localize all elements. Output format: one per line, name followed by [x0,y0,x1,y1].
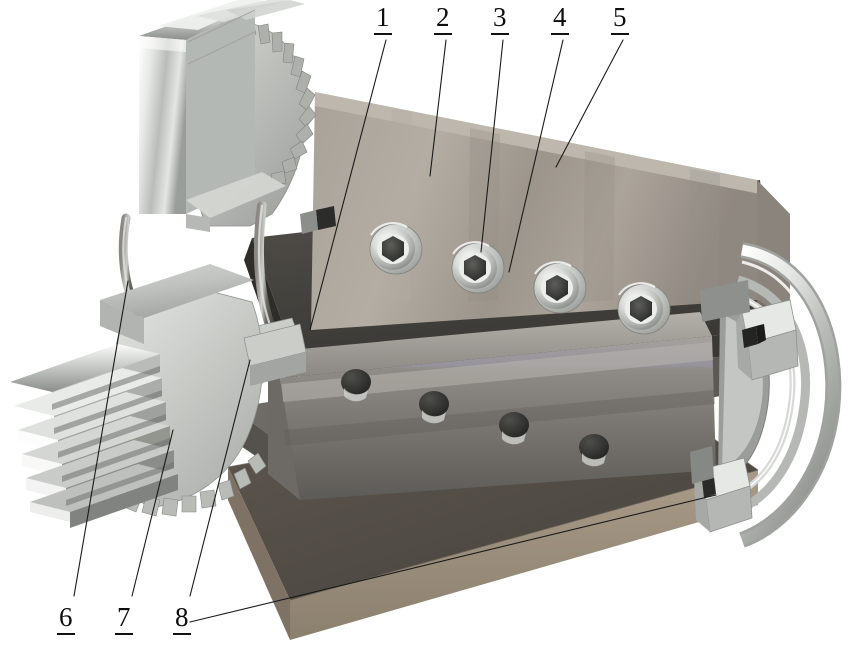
leader-8b [189,494,717,623]
bearing-upper-retainer [736,299,799,381]
bearing-assembly [690,242,842,548]
callout-3: 3 [491,4,509,35]
callout-4-label: 4 [551,4,569,35]
callout-7: 7 [115,604,133,635]
callout-6: 6 [57,604,75,635]
callout-1: 1 [374,4,392,35]
upper-fin-plates [139,0,305,214]
leader-lines [73,39,717,623]
callout-7-label: 7 [115,604,133,635]
shaft-port-hole [499,412,529,445]
hex-cap-screw [451,241,505,294]
upper-housing-top-edge [315,92,760,194]
shaft-port-hole [341,369,371,402]
leader-7 [131,429,174,597]
callout-3-label: 3 [491,4,509,35]
shaft-top-face [268,312,712,378]
base-plate-front-edge [290,470,758,640]
upper-housing-face [311,92,757,330]
lower-bracket [243,323,307,386]
leader-6 [73,280,129,597]
lower-shaft [268,312,716,500]
leader-3 [480,39,504,253]
callout-1-label: 1 [374,4,392,35]
hex-cap-screw [617,282,671,335]
upper-fin-and-disc-assembly [139,0,317,232]
leader-5 [555,39,624,168]
callout-5-label: 5 [611,4,629,35]
shaft-port-hole [419,391,449,424]
base-plate-left-edge [228,467,290,640]
shaft-port-holes [341,369,609,467]
callout-6-label: 6 [57,604,75,635]
lower-fin-and-disc-assembly [10,264,267,528]
shaft-port-hole [579,434,609,467]
leader-2 [429,39,447,177]
hex-cap-screw [533,261,587,314]
leader-8a [189,359,251,597]
leader-4 [508,39,564,273]
callout-2-label: 2 [434,4,452,35]
callout-5: 5 [611,4,629,35]
callout-8-label: 8 [173,604,191,635]
hex-cap-screw [369,222,423,275]
lower-fin-plates [10,344,178,528]
callout-2: 2 [434,4,452,35]
callout-4: 4 [551,4,569,35]
callout-8: 8 [173,604,191,635]
shaft-left-face [268,352,300,500]
upper-housing-right-edge [757,180,790,320]
leader-1 [309,39,387,331]
hex-cap-screws [369,222,671,335]
